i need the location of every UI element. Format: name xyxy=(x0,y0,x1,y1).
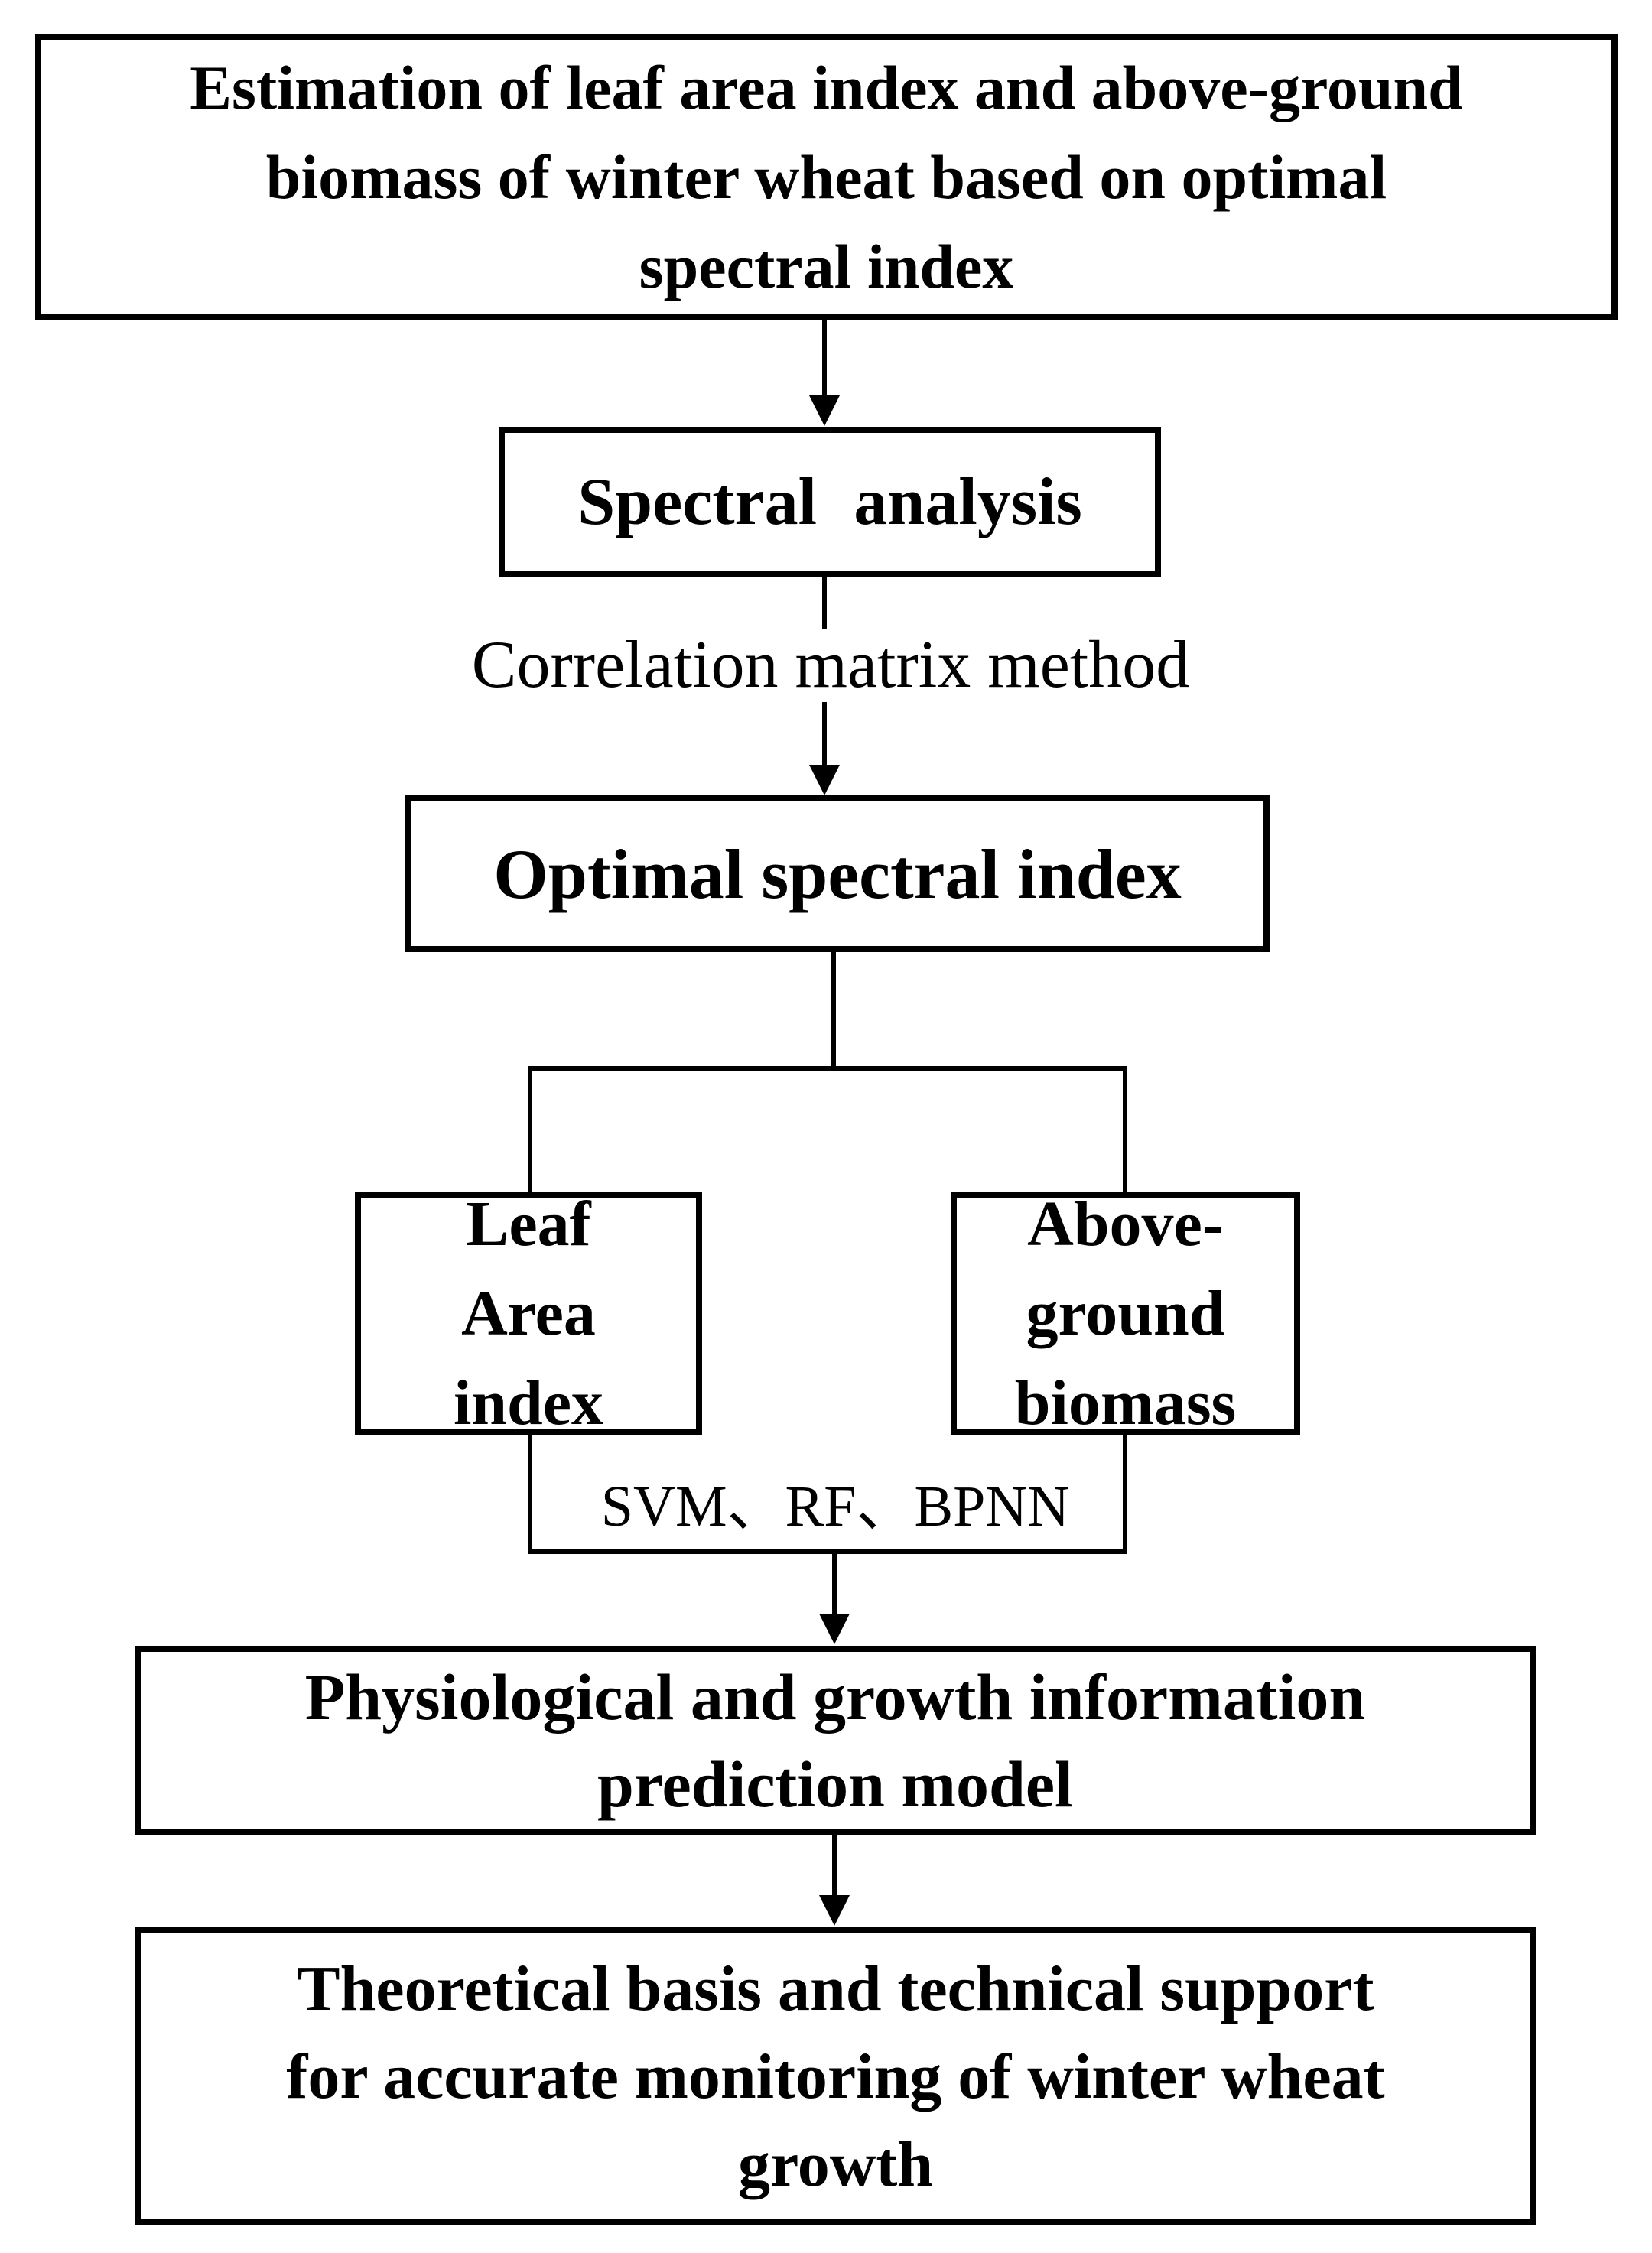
connector-merge-to-prediction xyxy=(832,1554,837,1615)
merge-right-drop-line xyxy=(1123,1433,1127,1554)
outcome-box: Theoretical basis and technical support … xyxy=(135,1927,1536,2225)
spectral-analysis-label: Spectral analysis xyxy=(577,465,1082,539)
correlation-matrix-method-label: Correlation matrix method xyxy=(459,629,1202,702)
title-line-2: biomass of winter wheat based on optimal xyxy=(265,141,1387,212)
prediction-line-2: prediction model xyxy=(597,1747,1073,1821)
prediction-line-1: Physiological and growth information xyxy=(304,1660,1366,1734)
lai-line-2: Area xyxy=(461,1277,596,1349)
optimal-spectral-index-box: Optimal spectral index xyxy=(405,795,1270,952)
split-right-drop-line xyxy=(1123,1066,1127,1196)
title-box: Estimation of leaf area index and above-… xyxy=(35,34,1618,320)
connector-title-to-spectral xyxy=(822,315,827,397)
leaf-area-index-box: Leaf Area index xyxy=(355,1188,702,1439)
connector-prediction-to-outcome xyxy=(832,1835,837,1897)
svm-rf-bpnn-label: SVM、RF、BPNN xyxy=(588,1474,1082,1539)
above-ground-biomass-box: Above- ground biomass xyxy=(951,1188,1300,1439)
arrowhead-merge-to-prediction xyxy=(819,1614,850,1644)
outcome-line-3: growth xyxy=(737,2128,934,2200)
agb-line-1: Above- xyxy=(1027,1188,1224,1260)
split-left-drop-line xyxy=(528,1066,532,1196)
title-line-3: spectral index xyxy=(639,231,1014,301)
title-line-1: Estimation of leaf area index and above-… xyxy=(190,52,1463,122)
merge-horizontal-line xyxy=(528,1549,1127,1554)
arrowhead-spectral-to-optimal xyxy=(809,765,840,795)
optimal-spectral-index-label: Optimal spectral index xyxy=(493,834,1182,913)
lai-line-3: index xyxy=(453,1367,604,1439)
split-horizontal-line xyxy=(528,1066,1127,1071)
lai-line-1: Leaf xyxy=(466,1188,591,1260)
outcome-line-1: Theoretical basis and technical support xyxy=(297,1952,1374,2024)
agb-line-2: ground xyxy=(1026,1277,1225,1349)
agb-line-3: biomass xyxy=(1014,1367,1237,1439)
arrowhead-title-to-spectral xyxy=(809,395,840,426)
spectral-analysis-box: Spectral analysis xyxy=(499,427,1161,577)
prediction-model-box: Physiological and growth information pre… xyxy=(135,1646,1536,1835)
merge-left-drop-line xyxy=(528,1433,532,1554)
split-stem-line xyxy=(831,952,836,1071)
outcome-line-2: for accurate monitoring of winter wheat xyxy=(286,2040,1385,2112)
arrowhead-prediction-to-outcome xyxy=(819,1895,850,1926)
